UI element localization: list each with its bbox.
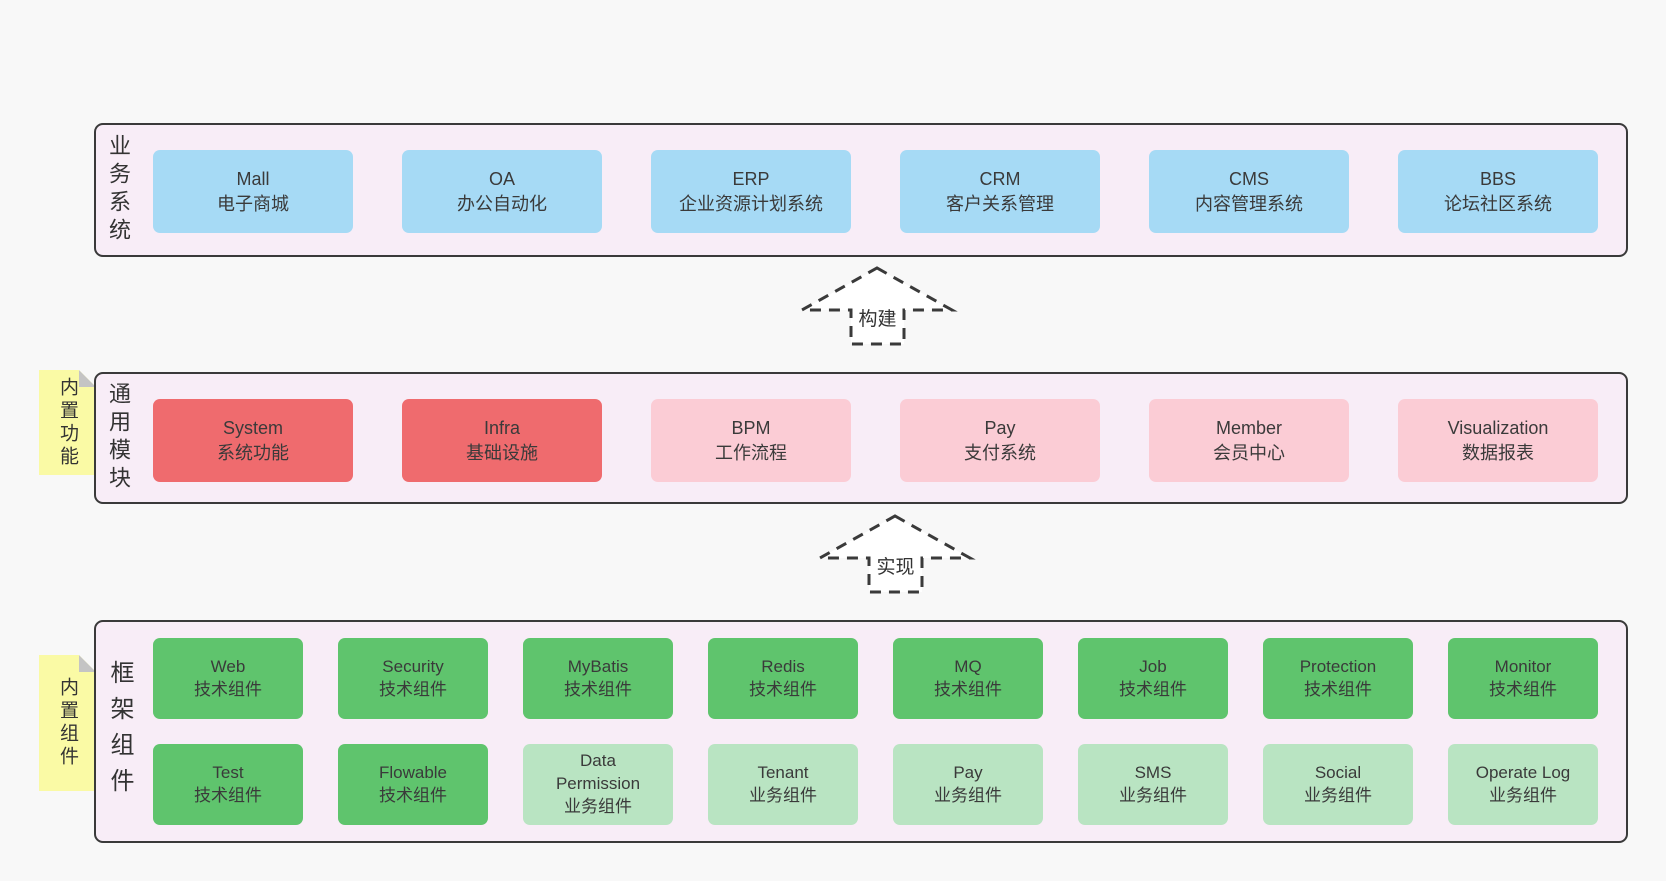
arrow-implement: 实现 [808, 504, 983, 596]
box-pay-system: Pay 支付系统 [900, 399, 1100, 482]
box-monitor: Monitor 技术组件 [1448, 638, 1598, 719]
arrow-build: 构建 [790, 256, 965, 348]
up-arrow-dashed-icon [796, 266, 958, 346]
box-pay-component: Pay 业务组件 [893, 744, 1043, 825]
box-erp: ERP 企业资源计划系统 [651, 150, 851, 233]
box-web: Web 技术组件 [153, 638, 303, 719]
box-operate-log: Operate Log 业务组件 [1448, 744, 1598, 825]
box-mq: MQ 技术组件 [893, 638, 1043, 719]
box-security: Security 技术组件 [338, 638, 488, 719]
box-mybatis: MyBatis 技术组件 [523, 638, 673, 719]
box-visualization: Visualization 数据报表 [1398, 399, 1598, 482]
box-protection: Protection 技术组件 [1263, 638, 1413, 719]
sticky-note-label: 内置功能 [57, 376, 78, 469]
up-arrow-dashed-icon [814, 514, 976, 594]
box-redis: Redis 技术组件 [708, 638, 858, 719]
box-data-permission: Data Permission 业务组件 [523, 744, 673, 825]
layer-label-business-systems: 业务系统 [106, 134, 131, 246]
sticky-note-built-in-components: 内置组件 [39, 655, 96, 791]
box-bbs: BBS 论坛社区系统 [1398, 150, 1598, 233]
box-tenant: Tenant 业务组件 [708, 744, 858, 825]
sticky-note-built-in-features: 内置功能 [39, 370, 96, 475]
box-oa: OA 办公自动化 [402, 150, 602, 233]
layer-framework-components: 框架组件 Web 技术组件 Security 技术组件 MyBatis 技术组件… [94, 620, 1628, 843]
box-sms: SMS 业务组件 [1078, 744, 1228, 825]
box-infra: Infra 基础设施 [402, 399, 602, 482]
layer-common-modules: 通用模块 System 系统功能 Infra 基础设施 BPM 工作流程 Pay… [94, 372, 1628, 504]
box-job: Job 技术组件 [1078, 638, 1228, 719]
layer-label-common-modules: 通用模块 [106, 382, 131, 494]
layer-business-systems: 业务系统 Mall 电子商城 OA 办公自动化 ERP 企业资源计划系统 CRM… [94, 123, 1628, 257]
box-crm: CRM 客户关系管理 [900, 150, 1100, 233]
box-bpm: BPM 工作流程 [651, 399, 851, 482]
box-flowable: Flowable 技术组件 [338, 744, 488, 825]
box-social: Social 业务组件 [1263, 744, 1413, 825]
box-member: Member 会员中心 [1149, 399, 1349, 482]
arrow-implement-label: 实现 [873, 552, 918, 579]
layer-label-framework-components: 框架组件 [106, 659, 133, 804]
box-test: Test 技术组件 [153, 744, 303, 825]
box-cms: CMS 内容管理系统 [1149, 150, 1349, 233]
arrow-build-label: 构建 [855, 304, 900, 331]
box-system: System 系统功能 [153, 399, 353, 482]
sticky-note-label: 内置组件 [57, 677, 78, 769]
box-mall: Mall 电子商城 [153, 150, 353, 233]
